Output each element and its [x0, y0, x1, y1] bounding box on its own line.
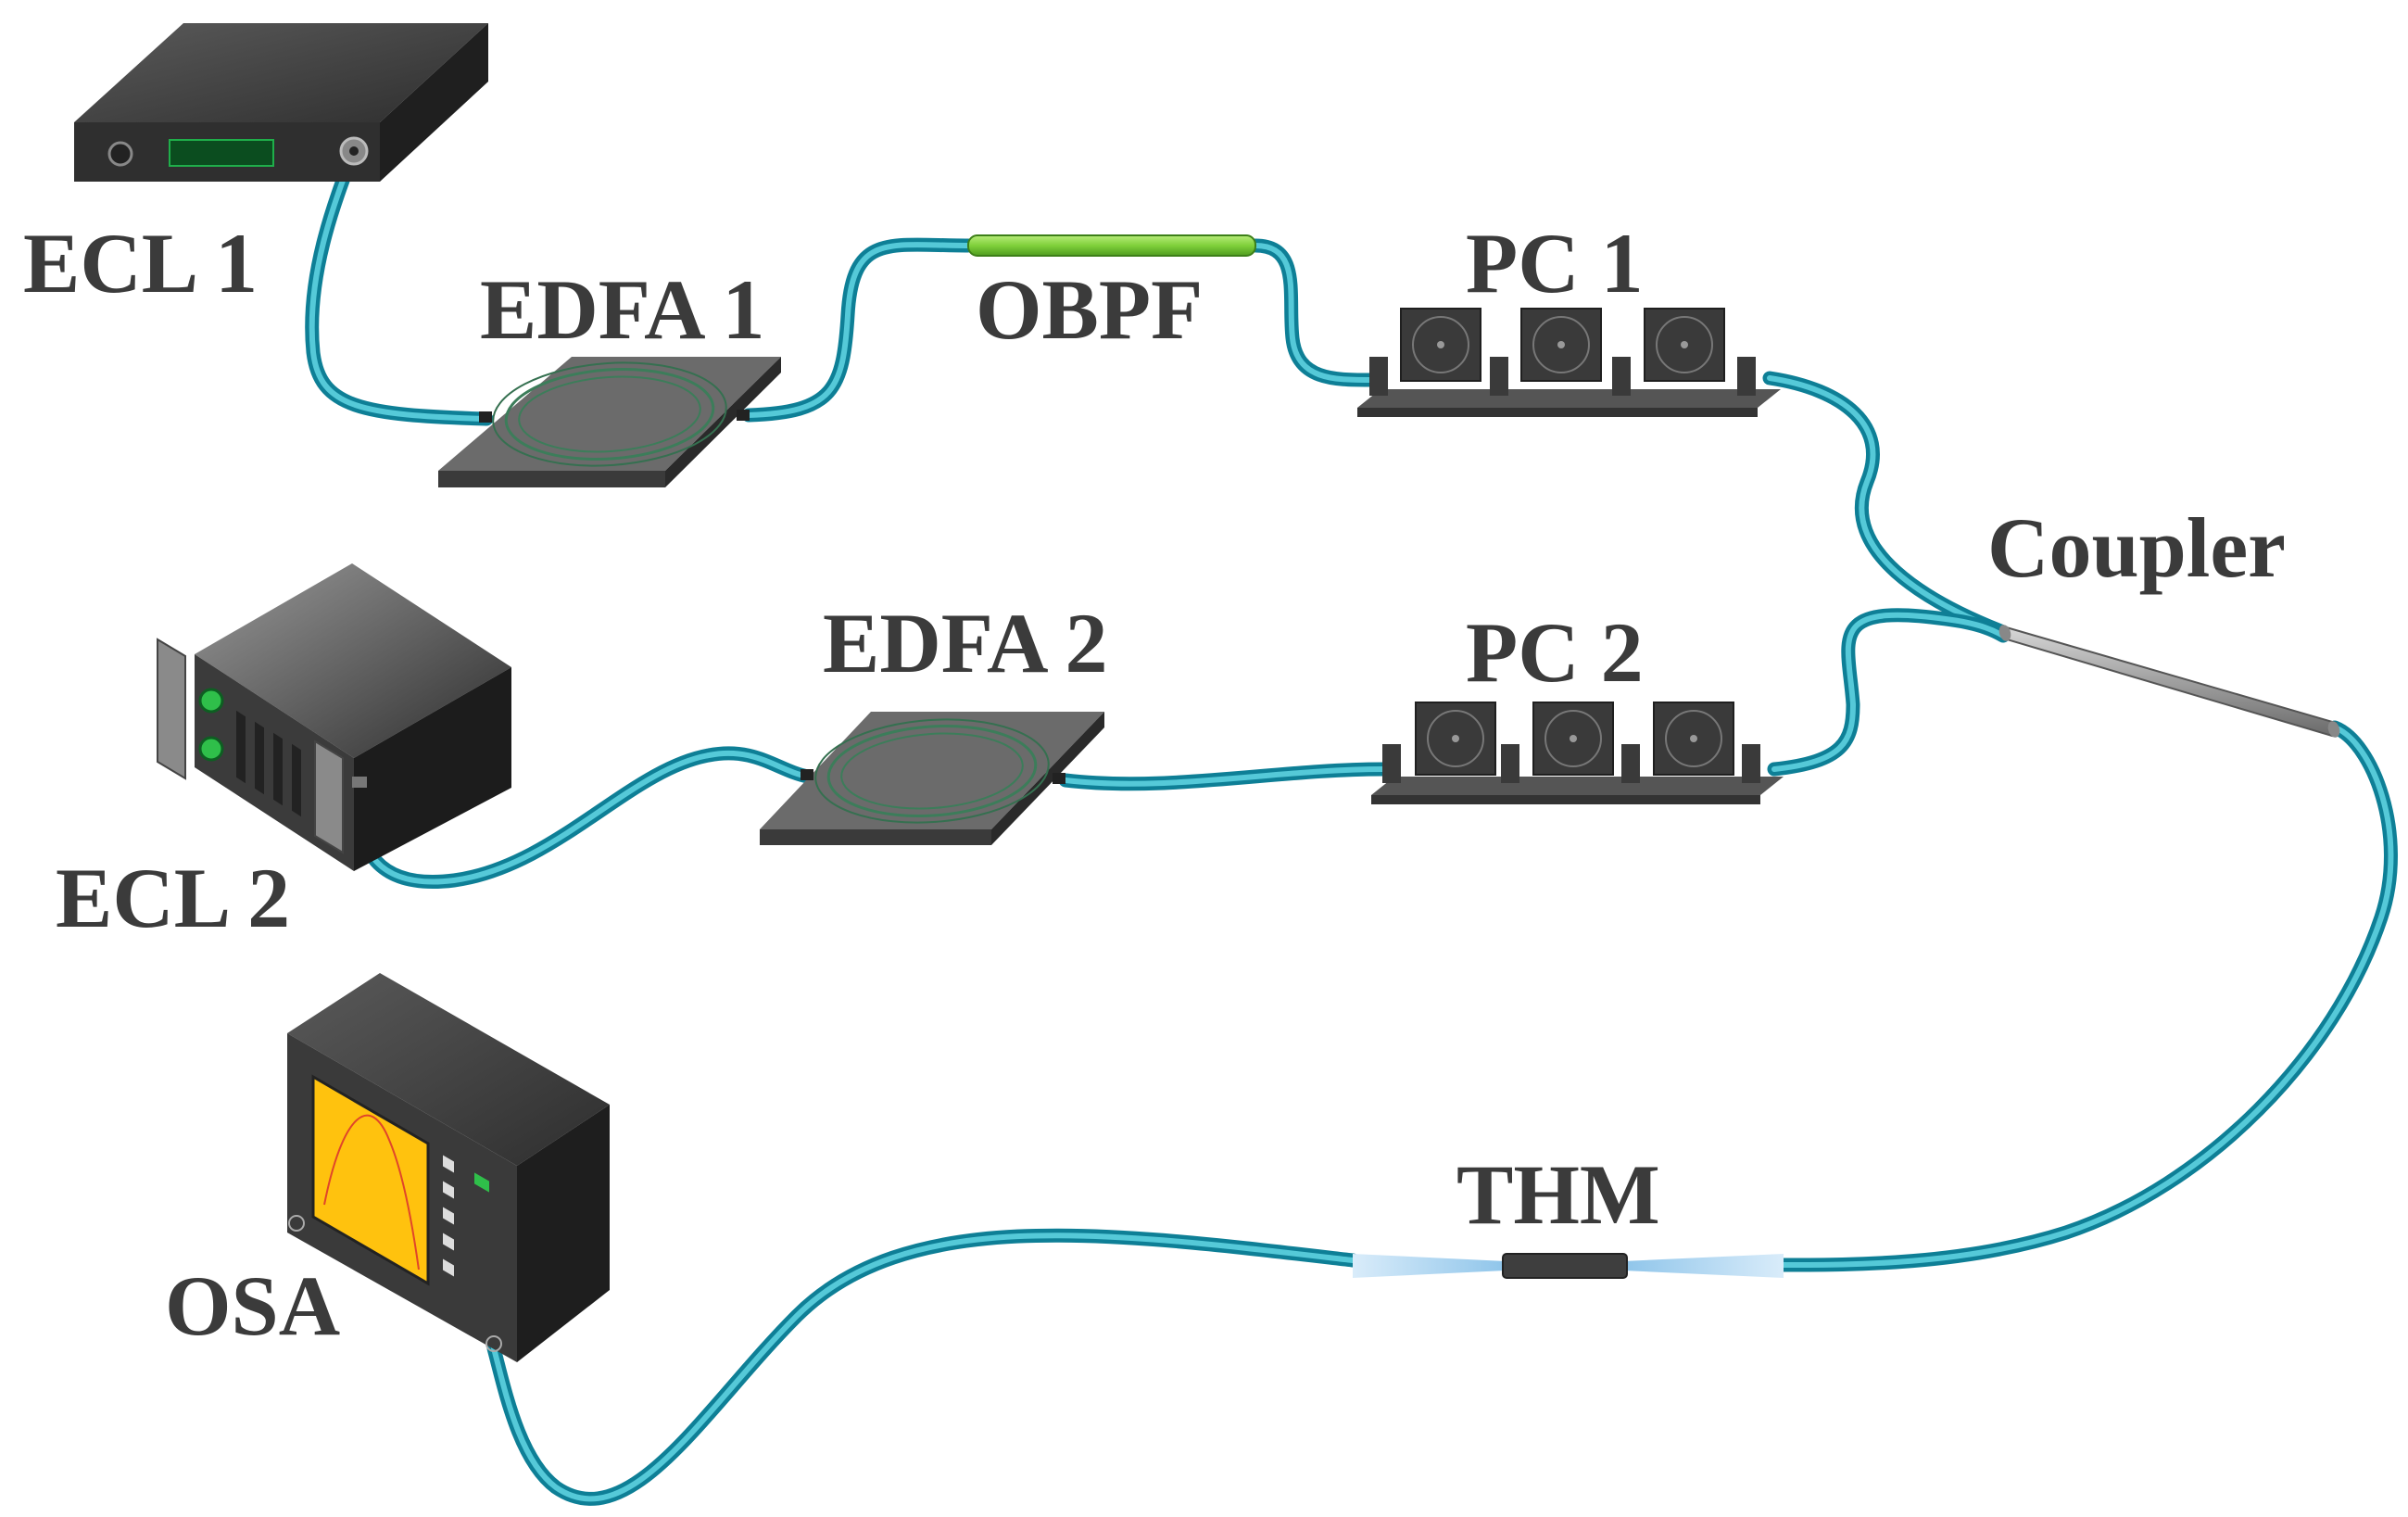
- fiber-pc1-coupler: [1762, 371, 2011, 639]
- paddle-icon: [1400, 308, 1481, 382]
- paddle-icon: [1653, 702, 1734, 776]
- edfa2-amplifier: [760, 712, 1104, 845]
- label-obpf: OBPF: [976, 262, 1203, 357]
- fiber-thm-osa: [486, 1228, 1360, 1506]
- osa-analyzer: [287, 973, 610, 1362]
- obpf-filter: [967, 234, 1256, 257]
- label-thm: THM: [1456, 1147, 1660, 1242]
- fiber-network: [305, 144, 2398, 1506]
- ecl1-laser-source: [74, 23, 488, 182]
- ecl1-display: [169, 139, 274, 167]
- label-ecl1: ECL 1: [23, 216, 258, 310]
- label-osa: OSA: [165, 1258, 340, 1353]
- ecl2-output-port: [352, 777, 367, 788]
- paddle-icon: [1415, 702, 1496, 776]
- label-pc2: PC 2: [1466, 605, 1644, 700]
- paddle-icon: [1532, 702, 1614, 776]
- edfa1-amplifier: [438, 357, 781, 487]
- led-icon: [198, 736, 224, 762]
- paddle-icon: [1644, 308, 1725, 382]
- coupler-device: [1998, 625, 2340, 738]
- thm-device: [1353, 1253, 1784, 1279]
- label-coupler: Coupler: [1987, 500, 2286, 595]
- pc1-polarization-controller: [1357, 308, 1781, 417]
- paddle-icon: [1520, 308, 1602, 382]
- led-icon: [198, 688, 224, 714]
- ecl2-laser-source: [157, 563, 511, 871]
- fiber-coil-icon: [826, 724, 1038, 818]
- fiber-coupler-thm: [1776, 720, 2398, 1272]
- fiber-coil-icon: [504, 367, 715, 461]
- led-icon: [474, 1172, 489, 1193]
- label-pc1: PC 1: [1466, 216, 1644, 310]
- pc2-polarization-controller: [1371, 702, 1784, 804]
- fiber-obpf-pc1: [1248, 238, 1377, 387]
- label-ecl2: ECL 2: [56, 851, 290, 945]
- label-edfa1: EDFA 1: [480, 262, 765, 357]
- osa-input-port: [485, 1335, 502, 1352]
- label-edfa2: EDFA 2: [823, 596, 1108, 690]
- osa-screen: [311, 1074, 430, 1286]
- fiber-pc2-coupler: [1767, 608, 2011, 777]
- power-button-icon: [107, 141, 133, 167]
- spectrum-trace-icon: [323, 1114, 420, 1270]
